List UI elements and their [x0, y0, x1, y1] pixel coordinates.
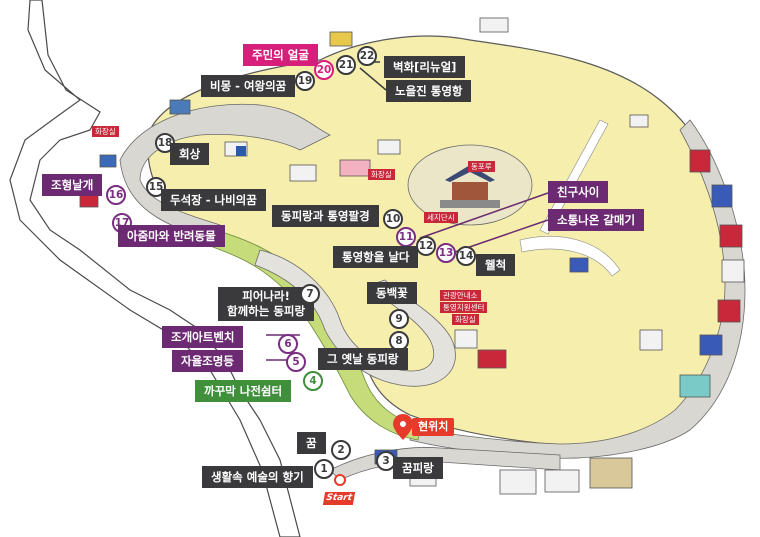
spot-11-marker[interactable]: 11 [396, 227, 416, 247]
spot-13-label[interactable]: 소통나온 갈매기 [548, 209, 645, 231]
spot-15-label[interactable]: 두석장 - 나비의꿈 [161, 189, 266, 211]
spot-1-marker[interactable]: 1 [314, 459, 334, 479]
spot-18-label[interactable]: 회상 [170, 143, 210, 165]
spot-9-label[interactable]: 동백꽃 [367, 282, 417, 304]
spot-12-marker[interactable]: 12 [416, 236, 436, 256]
spot-19-marker[interactable]: 19 [295, 71, 315, 91]
spot-10-label[interactable]: 동피랑과 통영팔경 [272, 205, 379, 227]
spot-22-label[interactable]: 노을진 통영항 [386, 80, 472, 102]
restroom-tag-west: 화장실 [92, 126, 119, 137]
spot-3-label[interactable]: 꿈피랑 [393, 457, 443, 479]
pavilion-body [452, 182, 488, 200]
spot-14-marker[interactable]: 14 [456, 246, 476, 266]
spot-8-label[interactable]: 그 옛날 동피랑 [318, 348, 408, 370]
spot-20-marker[interactable]: 20 [314, 60, 334, 80]
spot-9-marker[interactable]: 9 [389, 309, 409, 329]
spot-13-marker[interactable]: 13 [436, 243, 456, 263]
spot-10-marker[interactable]: 10 [383, 209, 403, 229]
spot-20-label[interactable]: 주민의 얼굴 [243, 44, 318, 66]
spot-18-marker[interactable]: 18 [155, 133, 175, 153]
pavilion-roof [445, 165, 495, 182]
spot-11-label[interactable]: 친구사이 [548, 181, 609, 203]
spot-7-label[interactable]: 피어나라! 함께하는 동피랑 [218, 287, 315, 321]
spot-1-label[interactable]: 생활속 예술의 향기 [202, 466, 313, 488]
support-center-tag: 통영지원센터 [440, 302, 488, 313]
sightseeing-info-tag: 관광안내소 [440, 290, 481, 301]
gate-tag: 세지단시 [424, 212, 458, 223]
spot-4-marker[interactable]: 4 [303, 371, 323, 391]
pavilion-base [440, 200, 500, 208]
spot-19-label[interactable]: 비몽 - 여왕의꿈 [201, 75, 296, 97]
spot-5-marker[interactable]: 5 [286, 352, 306, 372]
dongporu-tag: 동포루 [468, 161, 495, 172]
spot-2-label[interactable]: 꿈 [297, 432, 326, 454]
spot-5-label[interactable]: 자율조명등 [172, 350, 243, 372]
spot-2-marker[interactable]: 2 [331, 440, 351, 460]
spot-16-label[interactable]: 조형날개 [42, 174, 103, 196]
spot-14-label[interactable]: 웰척 [476, 254, 516, 276]
spot-7-label-line2: 함께하는 동피랑 [227, 304, 306, 318]
spot-21-marker[interactable]: 21 [336, 55, 356, 75]
hill-path-1 [519, 235, 621, 277]
start-marker [334, 474, 346, 486]
spot-6-label[interactable]: 조개아트벤치 [162, 326, 244, 348]
spot-12-label[interactable]: 통영항을 날다 [333, 246, 419, 268]
spot-17-label[interactable]: 아줌마와 반려동물 [118, 225, 225, 247]
hill-path-2 [539, 119, 609, 235]
spot-7-label-line1: 피어나라! [242, 289, 290, 303]
spot-15-marker[interactable]: 15 [146, 177, 166, 197]
spot-16-marker[interactable]: 16 [106, 185, 126, 205]
spot-7-marker[interactable]: 7 [300, 284, 320, 304]
spot-22-marker[interactable]: 22 [357, 46, 377, 66]
spot-3-marker[interactable]: 3 [376, 451, 396, 471]
start-badge: Start [322, 492, 356, 505]
restroom-tag-east: 화장실 [452, 314, 479, 325]
restroom-tag-center: 화장실 [368, 169, 395, 180]
houses [79, 17, 745, 495]
spot-21-label[interactable]: 벽화[리뉴얼] [384, 56, 466, 78]
current-location-label: 현위치 [412, 418, 455, 436]
spot-6-marker[interactable]: 6 [278, 334, 298, 354]
spot-4-label[interactable]: 까꾸막 나전쉼터 [195, 380, 292, 402]
